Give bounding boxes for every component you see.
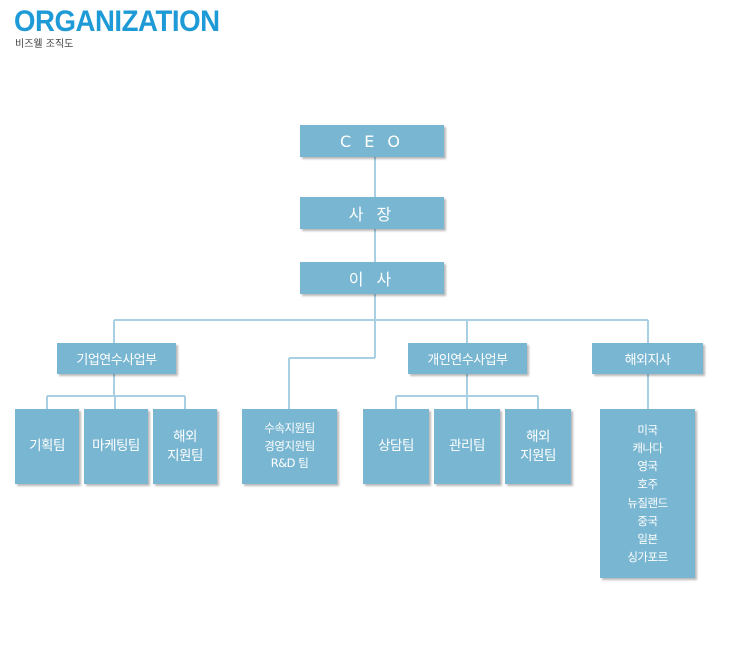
branch-item: 뉴질랜드: [627, 495, 668, 510]
team-consulting-box: 상담팀: [363, 409, 429, 484]
dept-individual-label: 개인연수사업부: [427, 353, 508, 368]
team-planning-box: 기획팀: [15, 409, 79, 484]
team-individual-overseas-support-line1: 해외: [526, 428, 550, 445]
president-box: 사 장: [300, 197, 444, 229]
direct-team-item: 경영지원팀: [264, 438, 315, 453]
ceo-label: C E O: [339, 131, 405, 151]
overseas-branches-box: 미국 캐나다 영국 호주 뉴질랜드 중국 일본 싱가포르: [600, 409, 695, 578]
dept-individual-box: 개인연수사업부: [408, 343, 527, 374]
page-subtitle: 비즈웰 조직도: [15, 39, 74, 50]
team-management-box: 관리팀: [434, 409, 500, 484]
direct-team-item: 수속지원팀: [264, 421, 315, 436]
team-corporate-overseas-support-line2: 지원팀: [167, 447, 203, 464]
branch-item: 캐나다: [632, 440, 663, 455]
branch-item: 일본: [637, 531, 658, 546]
director-label: 이 사: [348, 270, 396, 289]
direct-team-item: R&D 팀: [270, 456, 309, 471]
branch-item: 미국: [637, 422, 658, 437]
branch-item: 영국: [637, 459, 658, 474]
branch-item: 호주: [637, 477, 658, 492]
branch-item: 싱가포르: [627, 550, 668, 565]
team-management-label: 관리팀: [449, 438, 485, 454]
team-individual-overseas-support-line2: 지원팀: [520, 447, 556, 464]
team-individual-overseas-support-box: 해외 지원팀: [505, 409, 571, 484]
dept-corporate-label: 기업연수사업부: [76, 353, 157, 368]
president-label: 사 장: [348, 205, 396, 224]
ceo-box: C E O: [300, 125, 444, 157]
page-title: ORGANIZATION: [14, 5, 220, 38]
director-box: 이 사: [300, 262, 444, 294]
team-marketing-box: 마케팅팀: [84, 409, 148, 484]
dept-overseas-box: 해외지사: [592, 343, 703, 374]
team-corporate-overseas-support-box: 해외 지원팀: [153, 409, 217, 484]
team-consulting-label: 상담팀: [378, 438, 414, 454]
dept-overseas-label: 해외지사: [624, 353, 671, 368]
team-marketing-label: 마케팅팀: [92, 438, 140, 454]
direct-teams-box: 수속지원팀 경영지원팀 R&D 팀: [242, 409, 337, 484]
team-corporate-overseas-support-line1: 해외: [173, 428, 197, 445]
branch-item: 중국: [637, 513, 658, 528]
dept-corporate-box: 기업연수사업부: [57, 343, 176, 374]
team-planning-label: 기획팀: [29, 438, 65, 454]
